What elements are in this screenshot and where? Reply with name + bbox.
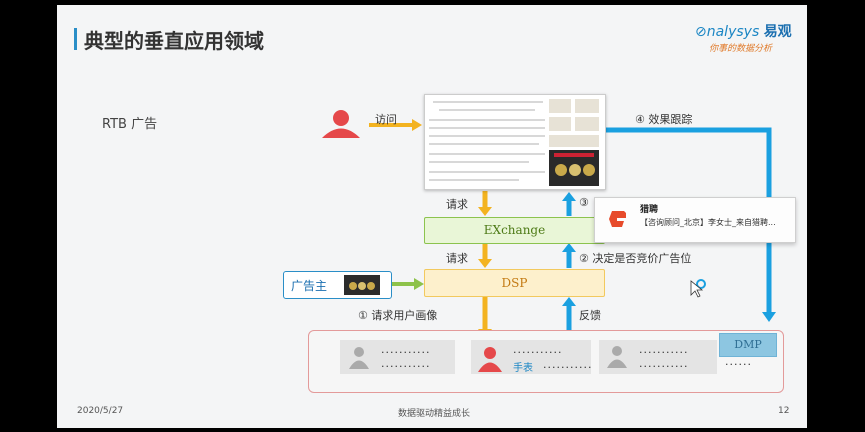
watch-ad-banner-image — [549, 150, 599, 186]
text-line — [433, 101, 543, 103]
text-line — [429, 119, 545, 121]
user-card: ........... ........... — [599, 340, 717, 374]
title-accent-bar — [74, 28, 77, 50]
target-user-person-icon — [478, 347, 502, 372]
text-line — [429, 179, 519, 181]
thumbnail-image — [575, 117, 599, 131]
page-title: 典型的垂直应用领域 — [84, 29, 264, 53]
text-line — [429, 153, 545, 155]
request-label-1: 请求 — [446, 198, 468, 211]
logo-mark-icon: ⊘ — [695, 24, 707, 40]
analysys-logo: ⊘nalysys 易观 — [695, 21, 792, 41]
text-line — [429, 143, 539, 145]
step1-label: ① 请求用户画像 — [358, 309, 438, 322]
user-info-line: ........... — [639, 343, 689, 356]
request-arrowhead-2-icon — [478, 259, 492, 268]
request-arrowhead-1-icon — [478, 207, 492, 216]
text-line — [429, 135, 545, 137]
tracking-arrowhead-icon — [762, 312, 776, 322]
logo-cn: 易观 — [763, 24, 792, 40]
user-card: ........... ........... — [340, 340, 455, 374]
footer-date: 2020/5/27 — [77, 406, 124, 416]
text-line — [429, 161, 529, 163]
publisher-webpage-thumbnail — [424, 94, 606, 190]
dsp-box: DSP — [424, 269, 605, 297]
dmp-info-line: ...... — [725, 355, 752, 368]
visitor-person-icon — [322, 110, 360, 138]
step3-label: ③ — [579, 196, 589, 209]
subject-label: RTB 广告 — [102, 117, 158, 132]
notification-app-name: 猎聘 — [640, 205, 659, 215]
step4-label: ④ 效果跟踪 — [635, 113, 693, 126]
user-card-target: ........... 手表 ........... — [471, 340, 591, 374]
user-info-line: ........... — [381, 357, 431, 370]
advertiser-box: 广告主 — [283, 271, 392, 299]
user-silhouette-icon — [607, 346, 627, 368]
thumbnail-image — [549, 135, 599, 147]
user-info-line: ........... — [381, 343, 431, 356]
logo-slogan: 你事的数据分析 — [709, 44, 773, 54]
slide: 典型的垂直应用领域 ⊘nalysys 易观 你事的数据分析 RTB 广告 — [57, 5, 807, 428]
notification-popup[interactable]: 猎聘 【咨询顾问_北京】李女士_来自猎聘... — [594, 197, 796, 243]
step2-label: ② 决定是否竞价广告位 — [579, 252, 692, 265]
visit-arrowhead-icon — [412, 119, 422, 131]
flow-arrows — [322, 110, 776, 338]
visit-label: 访问 — [375, 113, 397, 126]
dmp-box: DMP — [719, 333, 777, 357]
user-info-line: ........... — [513, 343, 563, 356]
watch-interest-tag: 手表 — [513, 363, 533, 374]
page-number: 12 — [778, 406, 790, 416]
notification-message: 【咨询顾问_北京】李女士_来自猎聘... — [640, 218, 776, 227]
feedback-arrowhead-icon — [562, 297, 576, 306]
user-info-line: ........... — [543, 358, 593, 371]
mouse-cursor-icon — [690, 280, 704, 298]
ad-return-arrowhead-icon — [562, 192, 576, 201]
text-line — [429, 127, 545, 129]
thumbnail-image — [575, 99, 599, 113]
advertiser-watch-image — [344, 275, 380, 295]
user-pool: ........... ........... ........... 手表 .… — [308, 330, 784, 393]
text-line — [439, 109, 535, 111]
thumbnail-image — [549, 99, 571, 113]
advertiser-label: 广告主 — [291, 279, 328, 293]
request-label-2: 请求 — [446, 252, 468, 265]
text-line — [429, 171, 545, 173]
exchange-box: EXchange — [424, 217, 605, 244]
feedback-label: 反馈 — [579, 309, 601, 322]
liepin-app-icon — [609, 211, 626, 227]
advertiser-arrowhead-icon — [414, 278, 424, 290]
footer-tagline: 数据驱动精益成长 — [398, 409, 471, 419]
bid-arrowhead-icon — [562, 243, 576, 252]
tracking-arrow — [606, 127, 772, 313]
logo-brand: nalysys — [706, 24, 760, 40]
thumbnail-image — [549, 117, 571, 131]
user-info-line: ........... — [639, 357, 689, 370]
cursor-ring-icon — [696, 279, 706, 289]
user-silhouette-icon — [349, 347, 369, 369]
